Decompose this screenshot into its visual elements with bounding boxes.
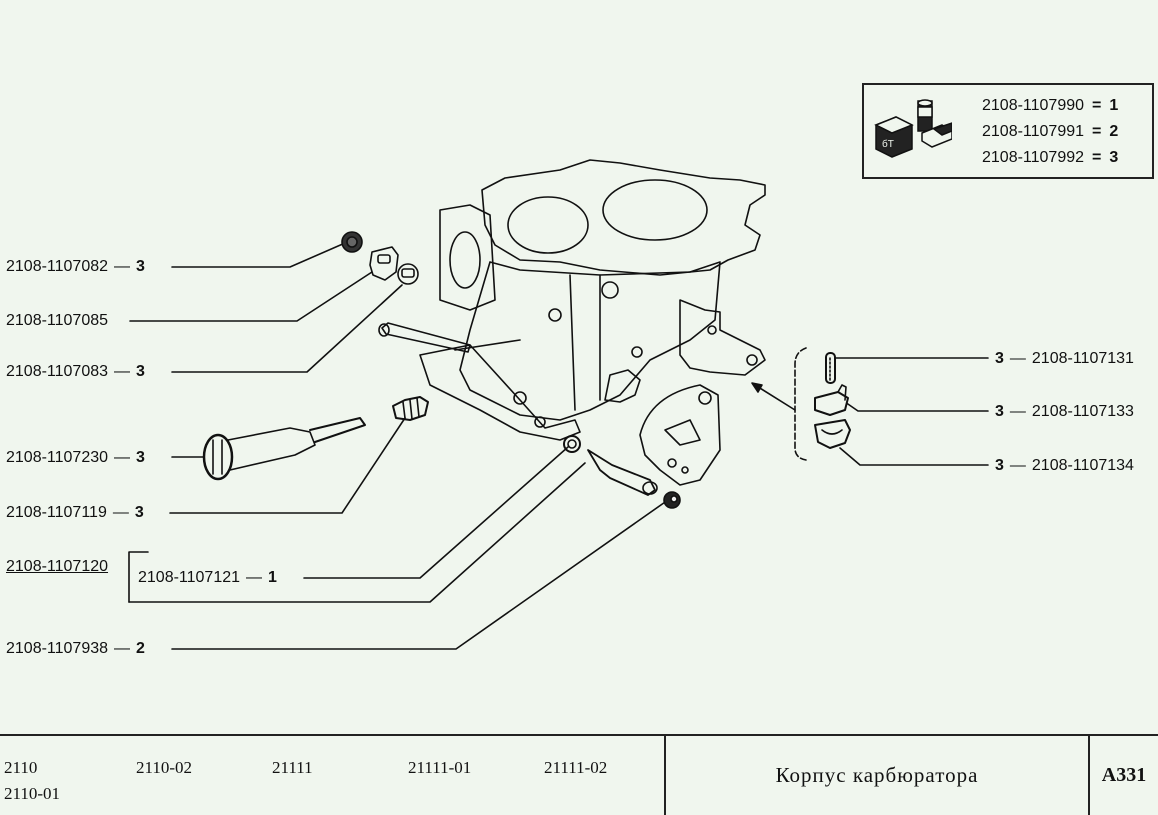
callout-1107085: 2108-1107085 [6, 312, 108, 330]
part-quantity: 3 [136, 363, 145, 380]
callout-1107133: 3 — 2108-1107133 [995, 403, 1134, 421]
part-number: 2108-1107134 [1031, 457, 1134, 474]
repair-kit-legend: бТ 2108-1107990 = 1 2108-1107991 = 2 2108-11… [862, 83, 1154, 179]
leader-line-1107134 [839, 447, 989, 466]
arrow-head [751, 382, 763, 393]
dash-separator: — [112, 504, 129, 521]
model-21111-01: 21111-01 [408, 758, 472, 777]
legend-part-number: 2108-1107991 [982, 123, 1085, 140]
part-1107119-spring [392, 396, 429, 421]
part-quantity: 3 [134, 504, 144, 521]
callout-1107230: 2108-1107230 — 3 [6, 449, 145, 467]
part-number: 2108-1107938 [6, 640, 109, 657]
model-21111: 21111 [272, 758, 313, 777]
leader-line-1107120 [128, 462, 586, 603]
legend-row-1: 2108-1107990 = 1 [982, 97, 1118, 115]
callout-1107134: 3 — 2108-1107134 [995, 457, 1134, 475]
legend-value: 2 [1109, 123, 1119, 140]
kit-part-number: 2108-1107120 [6, 558, 109, 575]
part-1107120-needle [587, 449, 658, 496]
model-21111-02: 21111-02 [544, 758, 608, 777]
legend-row-3: 2108-1107992 = 3 [982, 149, 1118, 167]
leader-line-1107082 [171, 242, 346, 268]
callout-kit-1107120: 2108-1107120 [6, 558, 108, 576]
dash-separator: — [1009, 457, 1026, 474]
dash-separator: — [114, 363, 131, 380]
dash-separator: — [1009, 403, 1026, 420]
part-quantity: 3 [995, 457, 1004, 474]
title-cell: Корпус карбюратора [664, 736, 1090, 815]
part-1107083-washer [397, 263, 419, 285]
part-number: 2108-1107083 [6, 363, 109, 380]
part-number: 2108-1107121 [138, 569, 241, 586]
leader-line-1107938 [171, 499, 669, 650]
assembly-arrow [754, 384, 796, 411]
repair-kit-icon: бТ [874, 99, 952, 158]
part-quantity: 3 [995, 350, 1004, 367]
part-quantity: 1 [268, 569, 277, 586]
page-title: Корпус карбюратора [775, 763, 979, 787]
callout-1107082: 2108-1107082 — 3 [6, 258, 145, 276]
callout-1107119: 2108-1107119 — 3 [6, 504, 144, 522]
legend-part-number: 2108-1107992 [982, 149, 1085, 166]
leader-line-1107133 [844, 401, 989, 412]
kit-bracket [128, 551, 149, 603]
callout-1107131: 3 — 2108-1107131 [995, 350, 1134, 368]
dash-separator: — [114, 258, 131, 275]
equals-sign: = [1092, 149, 1102, 166]
svg-text:бТ: бТ [882, 138, 894, 150]
legend-part-number: 2108-1107990 [982, 97, 1085, 114]
leader-line-1107119 [169, 417, 406, 514]
part-1107134-clip [814, 419, 851, 449]
part-1107131-screw [825, 352, 836, 384]
dash-separator: — [114, 640, 131, 657]
legend-value: 3 [1109, 149, 1119, 166]
part-quantity: 3 [136, 449, 145, 466]
callout-1107938: 2108-1107938 — 2 [6, 640, 145, 658]
callout-1107083: 2108-1107083 — 3 [6, 363, 145, 381]
group-brace [794, 347, 807, 461]
model-list: 2110 2110-02 21111 21111-01 21111-02 211… [0, 736, 664, 815]
part-1107082-nut [341, 231, 363, 253]
part-quantity: 3 [136, 258, 145, 275]
part-number: 2108-1107119 [6, 504, 107, 521]
leader-line-1107083 [171, 284, 403, 373]
dash-separator: — [114, 449, 131, 466]
model-2110-01: 2110-01 [4, 784, 61, 803]
dash-separator: — [1009, 350, 1026, 367]
part-1107230-screw [202, 417, 366, 481]
callout-1107121: 2108-1107121 — 1 [138, 569, 277, 587]
part-1107085-bracket [369, 246, 399, 281]
leader-line-1107121 [303, 446, 569, 579]
carburetor-body [378, 159, 766, 486]
part-quantity: 3 [995, 403, 1004, 420]
equals-sign: = [1092, 123, 1102, 140]
part-number: 2108-1107131 [1031, 350, 1134, 367]
legend-value: 1 [1109, 97, 1119, 114]
model-2110-02: 2110-02 [136, 758, 193, 777]
part-1107133-clip [814, 384, 849, 416]
model-2110: 2110 [4, 758, 38, 777]
leader-line-1107085 [129, 271, 373, 322]
part-quantity: 2 [136, 640, 145, 657]
code-cell: A331 [1090, 736, 1158, 815]
part-number: 2108-1107133 [1031, 403, 1134, 420]
part-number: 2108-1107230 [6, 449, 109, 466]
title-block: 2110 2110-02 21111 21111-01 21111-02 211… [0, 734, 1158, 815]
part-number: 2108-1107085 [6, 312, 109, 329]
part-1107121-washer [563, 435, 581, 453]
part-number: 2108-1107082 [6, 258, 109, 275]
part-1107938-plug [663, 491, 681, 509]
legend-row-2: 2108-1107991 = 2 [982, 123, 1118, 141]
page-code: A331 [1101, 764, 1147, 786]
parts-diagram [128, 159, 989, 650]
dash-separator: — [246, 569, 263, 586]
equals-sign: = [1092, 97, 1102, 114]
